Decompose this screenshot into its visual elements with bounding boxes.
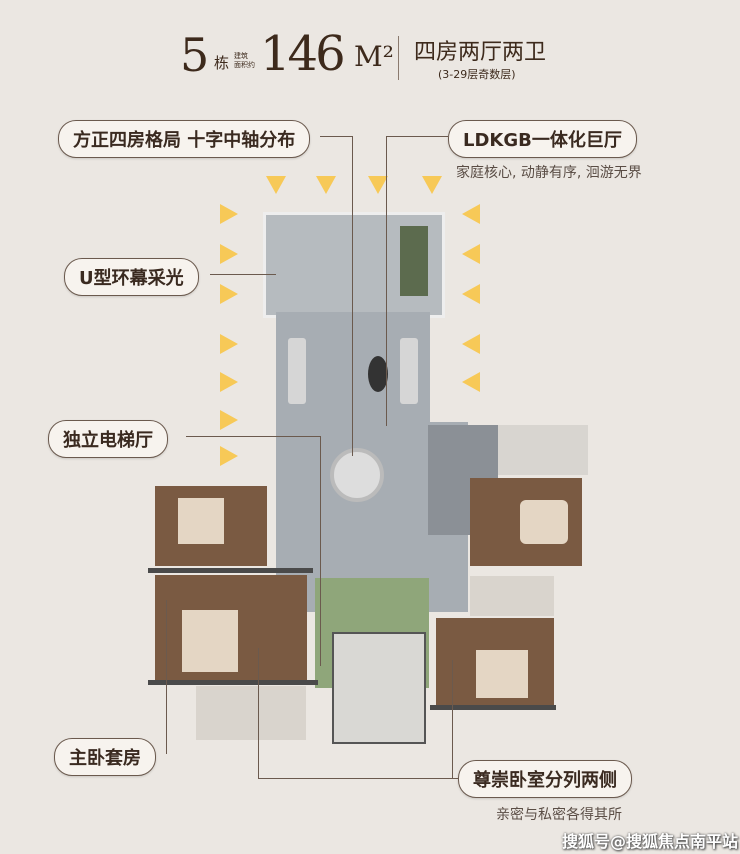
second-bathroom	[470, 576, 554, 616]
master-bed	[182, 610, 238, 672]
callout-bedrooms: 尊崇卧室分列两侧	[458, 760, 632, 798]
leader-line	[452, 660, 453, 778]
light-arrow-icon	[462, 244, 480, 264]
light-arrow-icon	[220, 244, 238, 264]
watermark: 搜狐号@搜狐焦点南平站	[562, 832, 739, 851]
wall	[148, 680, 318, 685]
sofa-right	[400, 338, 418, 404]
master-bathroom	[196, 686, 306, 740]
sofa-left	[288, 338, 306, 404]
header-divider	[398, 36, 399, 80]
elevator-shaft	[332, 632, 426, 744]
light-arrow-icon	[368, 176, 388, 194]
coffee-table	[368, 356, 388, 392]
callout-elevator-hall: 独立电梯厅	[48, 420, 168, 458]
bed-southeast	[476, 650, 528, 698]
light-arrow-icon	[220, 410, 238, 430]
leader-line	[386, 136, 448, 137]
callout-ldkgb-hall: LDKGB一体化巨厅	[448, 120, 637, 158]
building-unit: 栋	[214, 54, 230, 72]
light-arrow-icon	[462, 334, 480, 354]
layout-title: 四房两厅两卫	[414, 40, 547, 65]
leader-line	[186, 436, 320, 437]
building-number: 5	[180, 28, 210, 82]
light-arrow-icon	[220, 204, 238, 224]
leader-line	[166, 600, 167, 754]
utility-balcony	[498, 425, 588, 475]
area-unit: M²	[354, 40, 394, 73]
callout-u-lighting: U型环幕采光	[64, 258, 199, 296]
light-arrow-icon	[316, 176, 336, 194]
wall	[430, 705, 556, 710]
light-arrow-icon	[220, 372, 238, 392]
leader-line	[210, 274, 276, 275]
area-value: 146	[260, 26, 346, 82]
area-label: 建筑面积约	[234, 52, 255, 70]
balcony-plant	[400, 226, 428, 296]
light-arrow-icon	[220, 334, 238, 354]
leader-line	[258, 778, 458, 779]
bed-northwest	[178, 498, 224, 544]
area-label-2: 面积约	[234, 61, 255, 69]
leader-line	[320, 436, 321, 666]
light-arrow-icon	[462, 284, 480, 304]
callout-ldkgb-sub: 家庭核心, 动静有序, 洄游无界	[456, 165, 642, 181]
light-arrow-icon	[266, 176, 286, 194]
bed-east	[520, 500, 568, 544]
wall	[148, 568, 313, 573]
leader-line	[258, 648, 259, 778]
light-arrow-icon	[220, 284, 238, 304]
callout-master-suite: 主卧套房	[54, 738, 156, 776]
light-arrow-icon	[462, 204, 480, 224]
light-arrow-icon	[462, 372, 480, 392]
callout-bedrooms-sub: 亲密与私密各得其所	[496, 807, 622, 823]
light-arrow-icon	[220, 446, 238, 466]
leader-line	[386, 136, 387, 426]
leader-line	[352, 136, 353, 456]
callout-square-layout: 方正四房格局 十字中轴分布	[58, 120, 311, 158]
floor-range: (3-29层奇数层)	[438, 68, 516, 81]
light-arrow-icon	[422, 176, 442, 194]
leader-line	[320, 136, 352, 137]
area-label-1: 建筑	[234, 52, 248, 60]
dining-table	[330, 448, 384, 502]
